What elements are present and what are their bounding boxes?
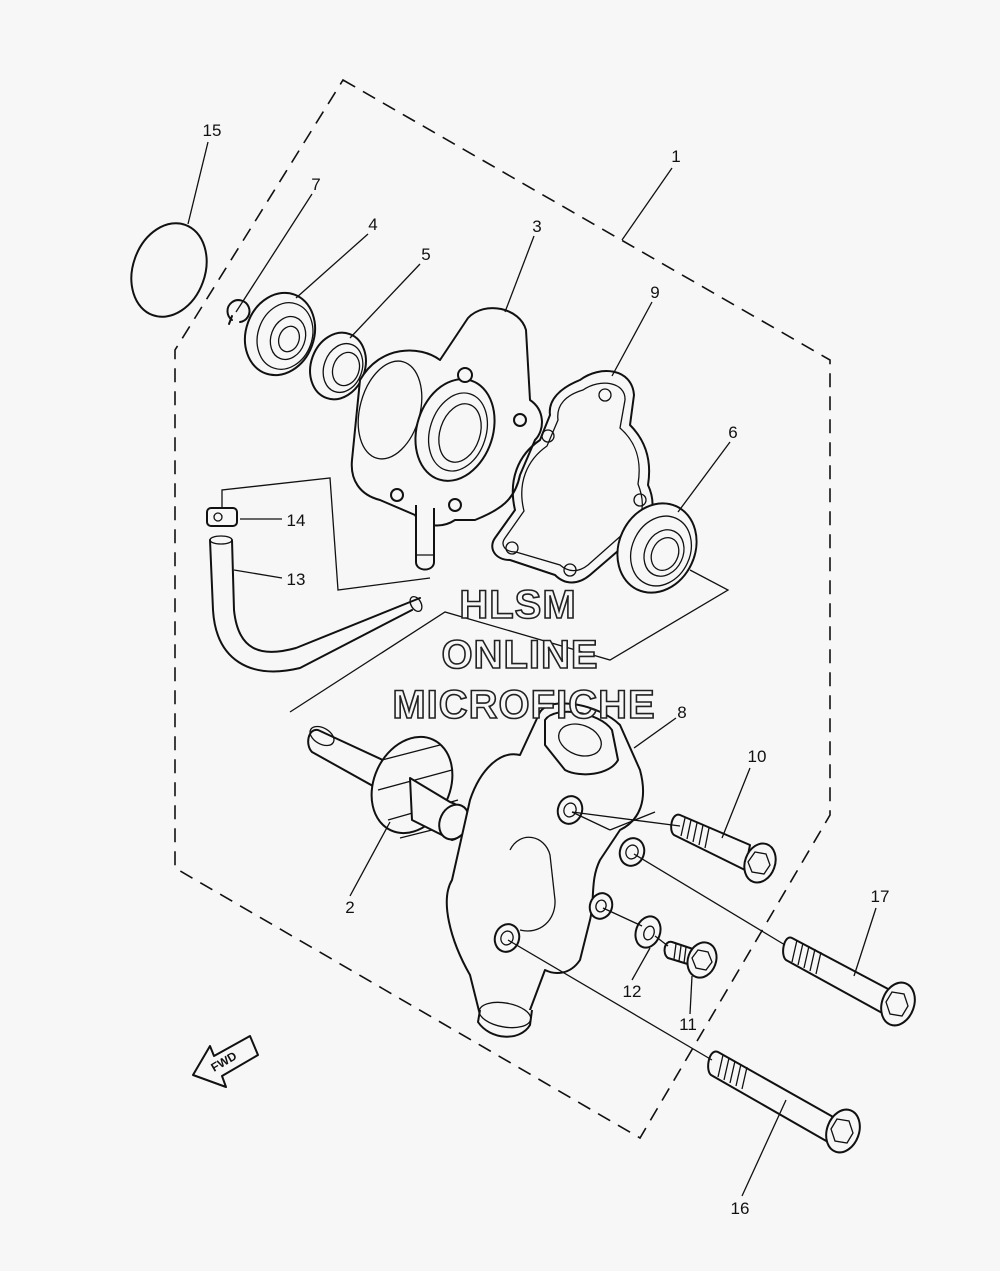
callout-11[interactable]: 11 <box>679 1015 697 1034</box>
part-7-circlip[interactable] <box>226 299 251 325</box>
hose-group-frame <box>221 477 431 591</box>
watermark-line-2: ONLINE <box>441 633 598 677</box>
callout-14[interactable]: 14 <box>287 511 306 530</box>
callout-16[interactable]: 16 <box>731 1199 750 1218</box>
callout-6[interactable]: 6 <box>728 423 737 442</box>
part-2-impeller-shaft[interactable] <box>307 723 475 847</box>
part-13-hose[interactable] <box>209 535 424 673</box>
callout-13[interactable]: 13 <box>287 570 306 589</box>
part-15-o-ring[interactable] <box>119 213 219 328</box>
callout-10[interactable]: 10 <box>748 747 767 766</box>
watermark: HLSM ONLINE MICROFICHE <box>392 582 656 728</box>
part-11-bolt[interactable] <box>663 938 722 981</box>
callout-7[interactable]: 7 <box>311 175 320 194</box>
part-16-bolt[interactable] <box>707 1050 865 1158</box>
watermark-line-3: MICROFICHE <box>392 683 655 727</box>
callout-9[interactable]: 9 <box>650 283 659 302</box>
part-14-hose-clamp[interactable] <box>206 507 238 527</box>
fwd-arrow-icon: FWD <box>192 1035 259 1088</box>
part-9-gasket[interactable] <box>491 370 654 584</box>
watermark-line-1: HLSM <box>459 583 576 627</box>
part-8-pump-housing[interactable] <box>445 702 648 1038</box>
part-12-washer[interactable] <box>631 913 664 951</box>
alignment-lines <box>507 811 786 1061</box>
callout-15[interactable]: 15 <box>203 121 222 140</box>
part-6-oil-seal[interactable] <box>603 490 711 605</box>
callout-4[interactable]: 4 <box>368 215 377 234</box>
callout-12[interactable]: 12 <box>623 982 642 1001</box>
callout-labels: 1 2 3 4 5 6 7 8 9 10 11 12 13 14 15 16 1… <box>203 121 890 1218</box>
leader-lines <box>187 141 877 1197</box>
shaft-group-frame <box>289 569 730 713</box>
callout-17[interactable]: 17 <box>871 887 890 906</box>
part-4-bearing[interactable] <box>234 283 327 385</box>
assembly-boundary <box>174 78 831 1140</box>
callout-5[interactable]: 5 <box>421 245 430 264</box>
part-10-bolt[interactable] <box>670 813 781 887</box>
callout-3[interactable]: 3 <box>532 217 541 236</box>
part-17-bolt[interactable] <box>782 936 920 1030</box>
part-3-housing-cover[interactable] <box>348 307 543 571</box>
callout-2[interactable]: 2 <box>345 898 354 917</box>
callout-1[interactable]: 1 <box>671 147 680 166</box>
callout-8[interactable]: 8 <box>677 703 686 722</box>
